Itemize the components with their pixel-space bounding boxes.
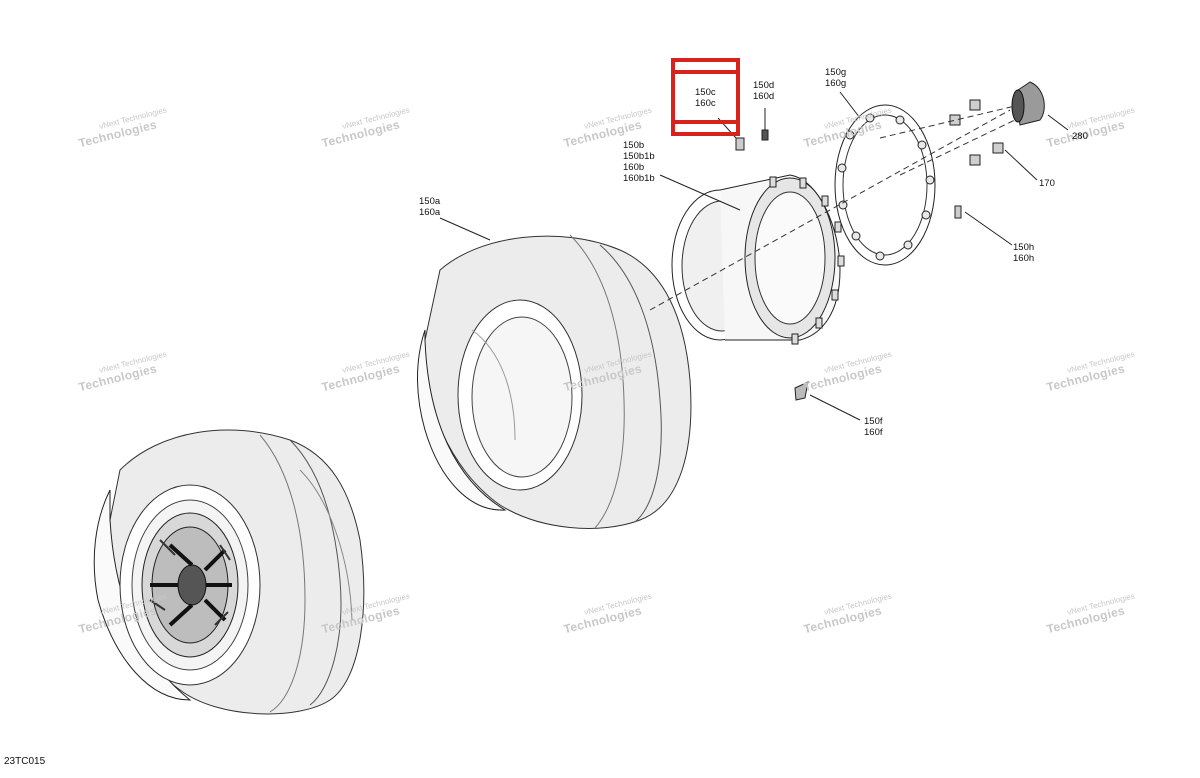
callout-label: 150a <box>419 196 441 207</box>
callout-150g[interactable]: 150g 160g <box>825 67 846 89</box>
assembly-axes <box>649 105 1016 311</box>
callout-280[interactable]: 280 <box>1072 131 1088 142</box>
wheel-nuts <box>949 99 1004 166</box>
callout-150a[interactable]: 150a 160a <box>419 196 440 218</box>
callout-label: 150h <box>1013 242 1035 253</box>
callout-label: 150b1b <box>623 151 655 162</box>
tire-front <box>93 429 365 715</box>
diagram-code: 23TC015 <box>4 756 46 767</box>
tire-rear <box>417 234 692 529</box>
callout-150d[interactable]: 150d 160d <box>753 80 774 102</box>
callout-label: 160b1b <box>623 173 655 184</box>
callout-label: 160f <box>864 427 883 438</box>
callout-label: 150d <box>753 80 775 91</box>
callout-label: 160c <box>695 98 716 109</box>
callout-label: 150b <box>623 140 645 151</box>
callout-label: 150g <box>825 67 847 78</box>
beadlock-ring <box>834 104 936 266</box>
callout-label: 170 <box>1039 178 1055 189</box>
callout-label: 160a <box>419 207 441 218</box>
callout-label: 150f <box>864 416 883 427</box>
callout-label: 160b <box>623 162 645 173</box>
wheel-face-front <box>141 512 239 658</box>
callout-label: 160h <box>1013 253 1035 264</box>
rim <box>671 174 845 345</box>
callout-label: 280 <box>1072 131 1088 142</box>
callout-label: 150c <box>695 87 716 98</box>
callout-150f[interactable]: 150f 160f <box>864 416 883 438</box>
callout-label: 160d <box>753 91 775 102</box>
callout-170[interactable]: 170 <box>1039 178 1055 189</box>
callout-label: 160g <box>825 78 847 89</box>
callout-150b[interactable]: 150b 150b1b 160b 160b1b <box>623 140 655 184</box>
hub-cap <box>1011 81 1045 126</box>
callout-150h[interactable]: 150h 160h <box>1013 242 1034 264</box>
callout-150c[interactable]: 150c 160c <box>695 87 716 109</box>
selected-part-highlight <box>671 58 740 136</box>
